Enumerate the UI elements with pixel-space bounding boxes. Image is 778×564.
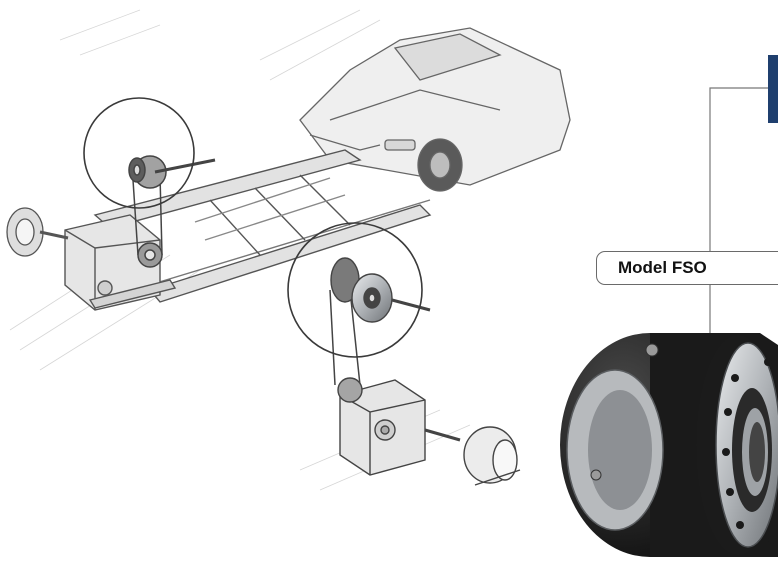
car-sketch [299,27,571,192]
accent-bar [768,55,778,123]
right-pulley [330,257,431,323]
model-label-box [596,251,778,285]
callout-lines [709,87,770,355]
left-chain-drive [128,155,216,268]
right-drive [329,289,521,486]
magnifier-circle-icon [83,97,423,358]
left-motor [6,207,69,257]
backstop-clutch-icon [560,333,778,557]
model-label: Model FSO [618,258,707,277]
